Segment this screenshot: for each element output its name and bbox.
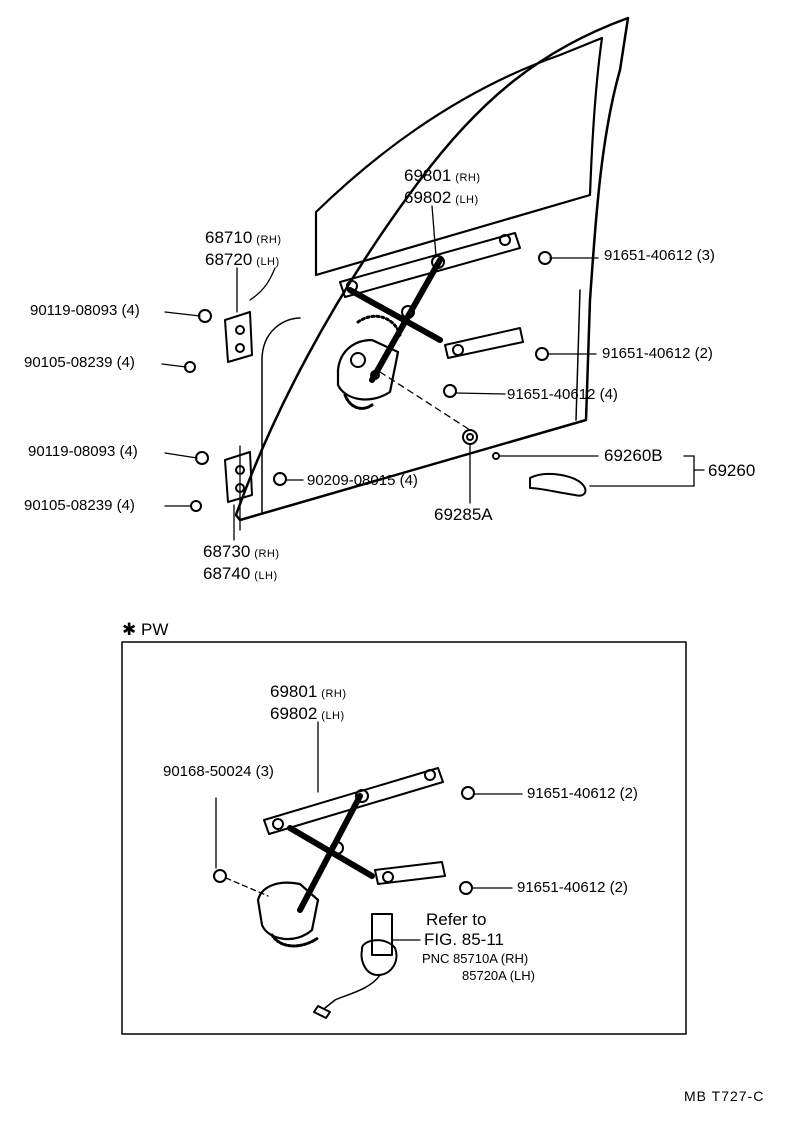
label-upper-hinge: 68710(RH) 68720(LH) bbox=[205, 228, 282, 272]
label-bolt-lower-a: 90119-08093 (4) bbox=[28, 443, 138, 460]
label-bolt-gear: 91651-40612 (4) bbox=[507, 386, 618, 403]
label-bolt-top-pw: 91651-40612 (2) bbox=[527, 785, 638, 802]
label-clip: 90209-08015 (4) bbox=[307, 472, 418, 489]
part-number: 69801 bbox=[270, 682, 318, 701]
label-handle-assy: 69260 bbox=[708, 461, 756, 480]
label-pnc-line2: 85720A (LH) bbox=[462, 968, 535, 983]
part-number: 68740 bbox=[203, 564, 251, 583]
door-outline bbox=[234, 16, 630, 522]
leader-lines-main bbox=[161, 205, 705, 541]
label-regulator-pw: 69801(RH) 69802(LH) bbox=[270, 682, 347, 726]
label-lower-hinge: 68730(RH) 68740(LH) bbox=[203, 542, 280, 586]
label-bolt-lower-b: 90105-08239 (4) bbox=[24, 497, 135, 514]
label-bolt-rail-mid: 91651-40612 (2) bbox=[602, 345, 713, 362]
part-number: 69802 bbox=[270, 704, 318, 723]
lower-hinge bbox=[224, 445, 253, 531]
label-bolt-rail-top: 91651-40612 (3) bbox=[604, 247, 715, 264]
side-suffix: (LH) bbox=[256, 256, 280, 268]
part-number: 68710 bbox=[205, 228, 253, 247]
side-suffix: (LH) bbox=[455, 194, 479, 206]
power-window-motor bbox=[313, 913, 398, 1019]
window-regulator-power bbox=[256, 767, 446, 948]
label-pnc-bracket: PNC 85710A (RH) 85720A (LH) bbox=[412, 950, 535, 984]
label-refer-line2: FIG. 85-11 bbox=[424, 930, 504, 949]
part-number: 69801 bbox=[404, 166, 452, 185]
label-pnc-line1: PNC 85710A (RH) bbox=[422, 951, 529, 966]
side-suffix: (RH) bbox=[321, 688, 347, 700]
asterisk-icon: ✱ bbox=[122, 620, 137, 640]
label-washer: 69285A bbox=[434, 505, 493, 524]
window-regulator-manual bbox=[336, 232, 524, 431]
upper-hinge bbox=[224, 267, 276, 363]
label-regulator-main: 69801(RH) 69802(LH) bbox=[404, 166, 481, 210]
label-bolt-upper-b: 90105-08239 (4) bbox=[24, 354, 135, 371]
pw-title: ✱ PW bbox=[122, 620, 168, 640]
label-bolt-upper-a: 90119-08093 (4) bbox=[30, 302, 140, 319]
label-bolt-bottom-pw: 91651-40612 (2) bbox=[517, 879, 628, 896]
part-number: 68720 bbox=[205, 250, 253, 269]
label-handle-sub: 69260B bbox=[604, 446, 663, 465]
pw-title-text: PW bbox=[140, 620, 169, 639]
figure-code: MB T727-C bbox=[684, 1088, 765, 1104]
label-screw-pw: 90168-50024 (3) bbox=[163, 763, 274, 780]
side-suffix: (LH) bbox=[254, 570, 278, 582]
pw-box-frame bbox=[121, 641, 687, 1035]
leader-lines-pw bbox=[215, 721, 523, 941]
side-suffix: (RH) bbox=[254, 548, 280, 560]
part-number: 68730 bbox=[203, 542, 251, 561]
part-number: 69802 bbox=[404, 188, 452, 207]
bolts-main bbox=[184, 251, 587, 512]
side-suffix: (RH) bbox=[455, 172, 481, 184]
label-refer-line1: Refer to bbox=[426, 910, 487, 929]
side-suffix: (LH) bbox=[321, 710, 345, 722]
side-suffix: (RH) bbox=[256, 234, 282, 246]
